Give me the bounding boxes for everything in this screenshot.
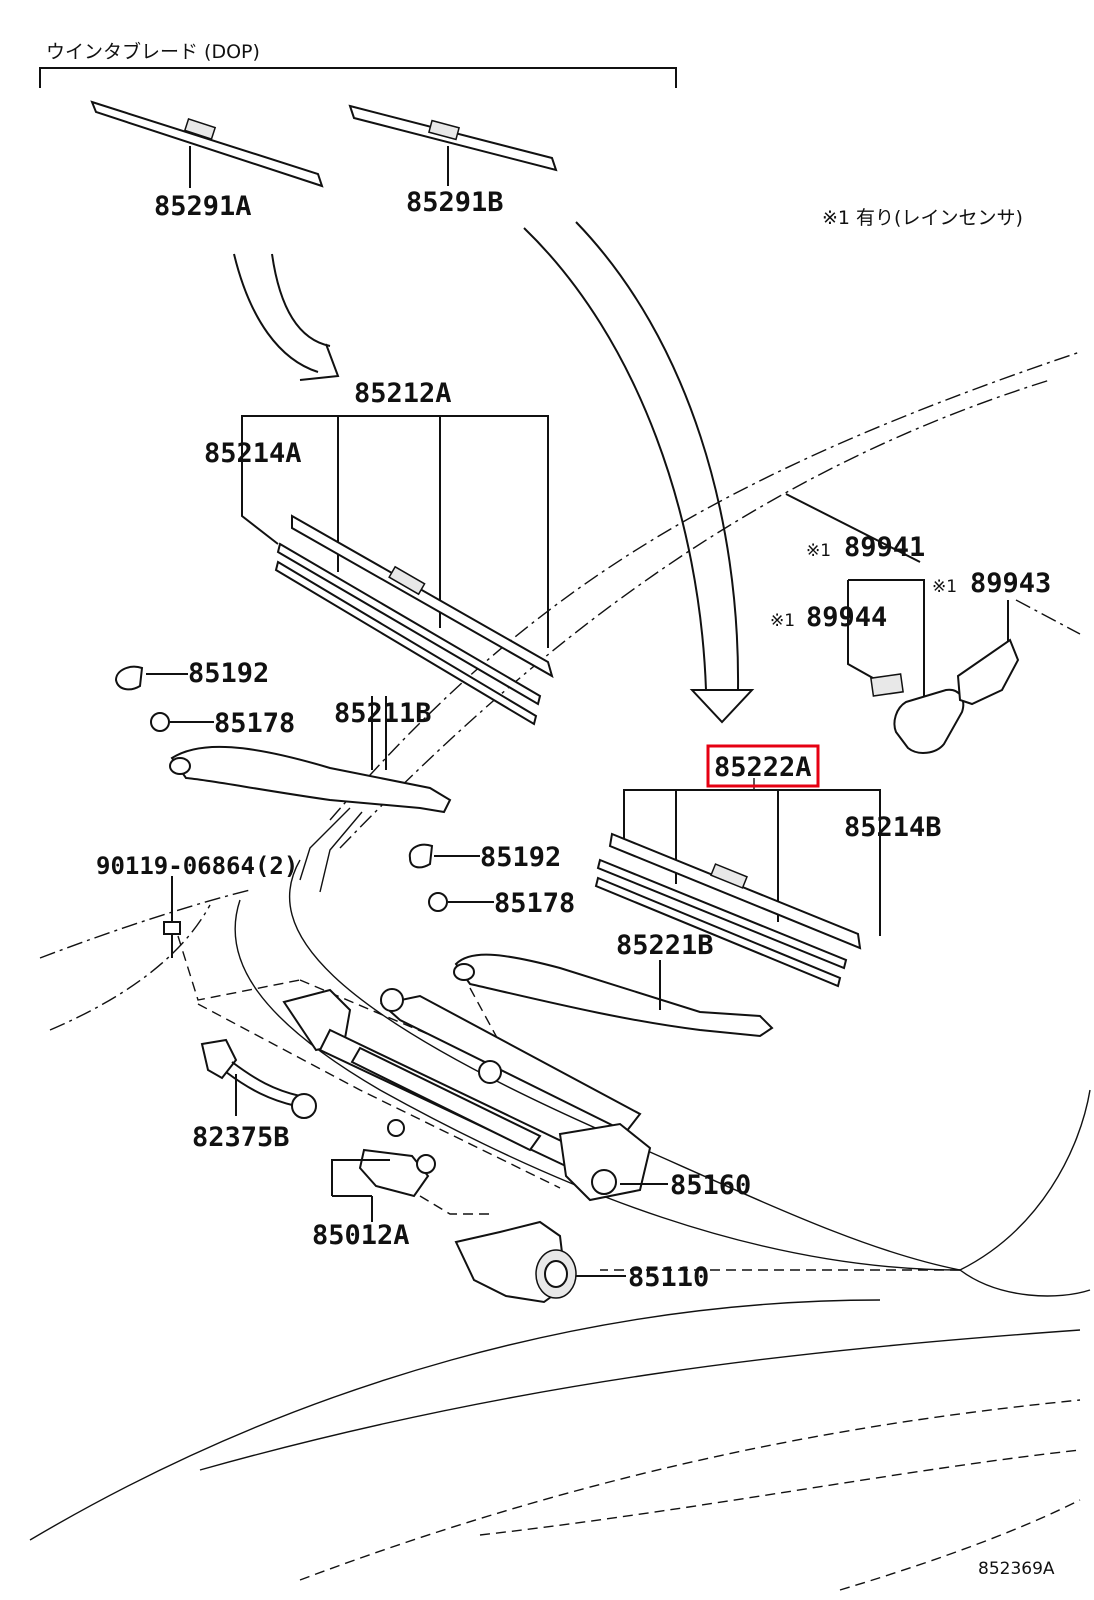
label-85221B: 85221B (616, 930, 714, 961)
label-85192-left: 85192 (188, 658, 269, 689)
label-85160: 85160 (670, 1170, 751, 1201)
arrow-85291B-to-85222A (523, 221, 755, 724)
label-82375B: 82375B (192, 1122, 290, 1153)
label-85178-right: 85178 (494, 888, 575, 919)
wiper-linkage-85160 (197, 979, 668, 1202)
label-85211B: 85211B (334, 698, 432, 729)
label-85214A: 85214A (204, 438, 302, 469)
diagram-code: 852369A (978, 1559, 1055, 1579)
washer-hose-82375B (200, 1038, 317, 1119)
wiper-arm-85221B (453, 953, 774, 1081)
wiper-arm-85211B (169, 696, 452, 893)
label-85291A: 85291A (154, 191, 252, 222)
dop-group-bracket: ウインタブレード (DOP) (39, 40, 677, 88)
footnote-rain-sensor: ※1 有り(レインセンサ) (822, 207, 1023, 229)
nut-85178-right (428, 892, 494, 912)
label-85110: 85110 (628, 1262, 709, 1293)
blade-assembly-85222A (594, 778, 881, 988)
marker-89944: ※1 (770, 611, 795, 631)
blade-85291B (348, 104, 558, 186)
label-85012A: 85012A (312, 1220, 410, 1251)
label-85178-left: 85178 (214, 708, 295, 739)
part-labels: 85291A 85291B ※1 有り(レインセンサ) 85212A 85214… (96, 187, 1055, 1579)
marker-89943: ※1 (932, 577, 957, 597)
marker-89941: ※1 (806, 541, 831, 561)
label-89941: 89941 (844, 532, 925, 563)
cap-85192-right (408, 843, 480, 869)
label-85214B: 85214B (844, 812, 942, 843)
label-85192-right: 85192 (480, 842, 561, 873)
highlight-box-85222A (706, 744, 820, 788)
blade-assembly-85212A (241, 415, 554, 726)
wiper-motor-85110 (454, 1220, 626, 1304)
label-90119-06864: 90119-06864(2) (96, 852, 298, 880)
bolt-90119-06864 (163, 876, 301, 1001)
label-85291B: 85291B (406, 187, 504, 218)
cap-85192-left (114, 665, 188, 691)
nut-85178-left (150, 712, 214, 732)
label-85222A: 85222A (714, 752, 812, 783)
label-89944: 89944 (806, 602, 887, 633)
vehicle-body-outline (29, 351, 1091, 1591)
blade-85291A (90, 100, 324, 188)
label-89943: 89943 (970, 568, 1051, 599)
dop-group-label: ウインタブレード (DOP) (46, 40, 260, 63)
rain-sensor-group (785, 493, 1020, 754)
arrow-85291A-to-85212A (233, 253, 340, 381)
label-85212A: 85212A (354, 378, 452, 409)
bracket-85012A (331, 1119, 490, 1222)
